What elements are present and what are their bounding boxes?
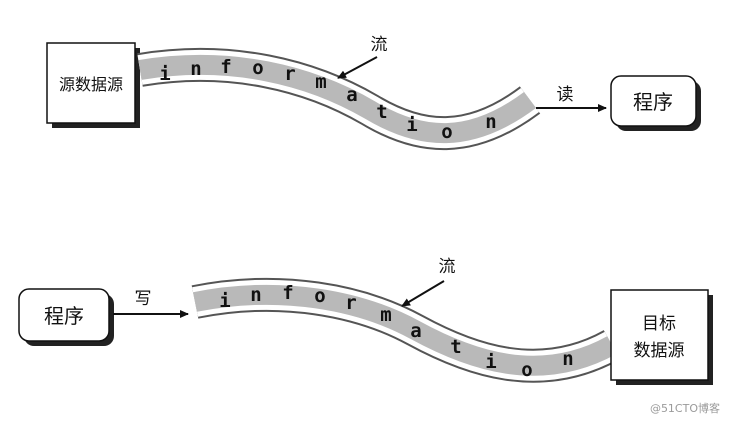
flow-label: 流 bbox=[439, 257, 456, 277]
watermark: @51CTO博客 bbox=[650, 401, 720, 415]
program-label: 程序 bbox=[633, 90, 673, 114]
stream-letter: o bbox=[521, 359, 532, 381]
source-data-box: 源数据源 bbox=[46, 42, 140, 128]
stream-letter: i bbox=[406, 114, 417, 136]
source-data-label: 源数据源 bbox=[59, 75, 123, 94]
stream-letter: f bbox=[282, 282, 293, 304]
read-label: 读 bbox=[557, 85, 574, 105]
stream-letter: n bbox=[250, 284, 261, 306]
target-data-box: 目标 数据源 bbox=[610, 289, 713, 385]
stream-letter: m bbox=[380, 304, 391, 326]
flow-label: 流 bbox=[371, 35, 388, 55]
program-label: 程序 bbox=[44, 304, 84, 328]
stream-letter: m bbox=[315, 71, 326, 93]
stream-letter: i bbox=[159, 63, 170, 85]
stream-letter: r bbox=[284, 63, 295, 85]
stream-letter: n bbox=[562, 348, 573, 370]
target-label-line1: 目标 bbox=[642, 314, 676, 334]
program-box: 程序 bbox=[610, 75, 701, 131]
stream-letter: t bbox=[450, 336, 461, 358]
stream-letter: n bbox=[485, 111, 496, 133]
stream-letter: i bbox=[219, 290, 230, 312]
arrow-icon bbox=[337, 56, 378, 79]
stream-letter: n bbox=[190, 58, 201, 80]
write-label: 写 bbox=[135, 289, 152, 309]
stream-letter: f bbox=[220, 56, 231, 78]
stream-letter: o bbox=[252, 57, 263, 79]
arrow-icon bbox=[401, 280, 445, 307]
stream-letter: r bbox=[345, 292, 356, 314]
program-box: 程序 bbox=[18, 288, 114, 346]
target-label-line2: 数据源 bbox=[634, 341, 685, 361]
stream-letter: i bbox=[485, 351, 496, 373]
stream-letter: o bbox=[314, 285, 325, 307]
stream-letter: o bbox=[441, 121, 452, 143]
stream-letter: a bbox=[410, 320, 421, 342]
stream-letter: t bbox=[376, 101, 387, 123]
stream-letter: a bbox=[346, 84, 357, 106]
